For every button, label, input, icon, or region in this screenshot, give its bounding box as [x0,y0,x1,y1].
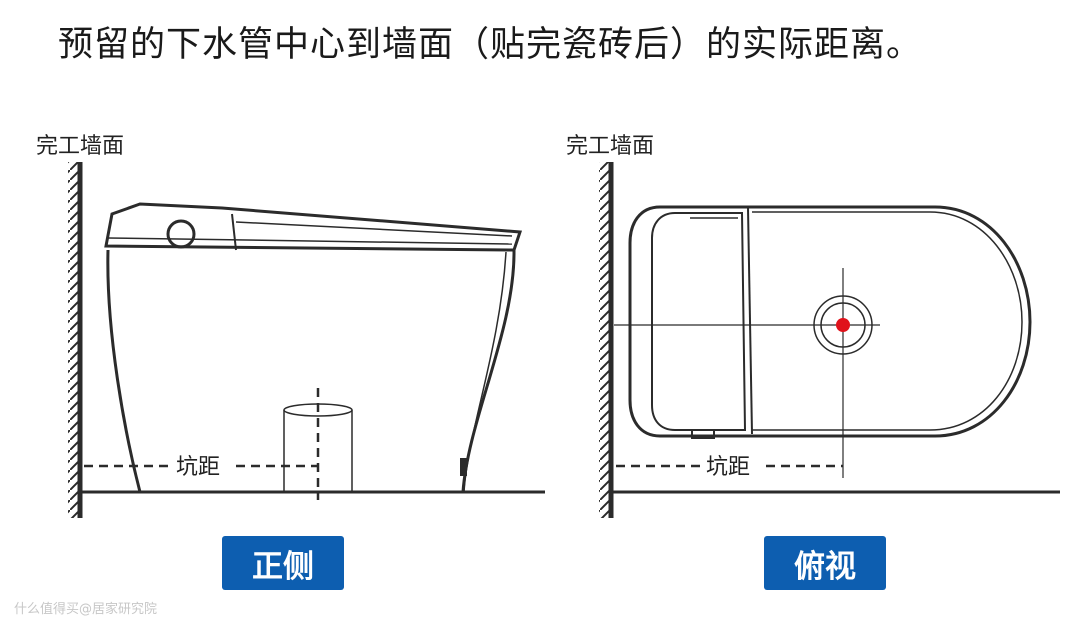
left-wall-label: 完工墙面 [36,134,125,159]
toilet-lid [104,202,523,252]
side-view: 坑距 [68,162,545,518]
view-label-top: 俯视 [764,536,886,590]
top-view: 坑距 [599,162,1060,518]
toilet-outline-top [628,205,1032,438]
wall-hatch-right [599,162,609,518]
dimension-label-left: 坑距 [176,455,220,480]
toilet-body [106,249,516,494]
drain-pipe [283,410,353,492]
dimension-label-right: 坑距 [706,455,750,480]
page-title: 预留的下水管中心到墙面（贴完瓷砖后）的实际距离。 [58,25,923,65]
drain-center-marker [836,318,850,332]
watermark: 什么值得买@居家研究院 [14,602,158,617]
wall-hatch [68,162,78,518]
view-label-front: 正侧 [222,536,344,590]
drain-outer-ring [813,295,873,355]
control-knob-icon [166,219,196,249]
right-wall-label: 完工墙面 [566,134,655,159]
